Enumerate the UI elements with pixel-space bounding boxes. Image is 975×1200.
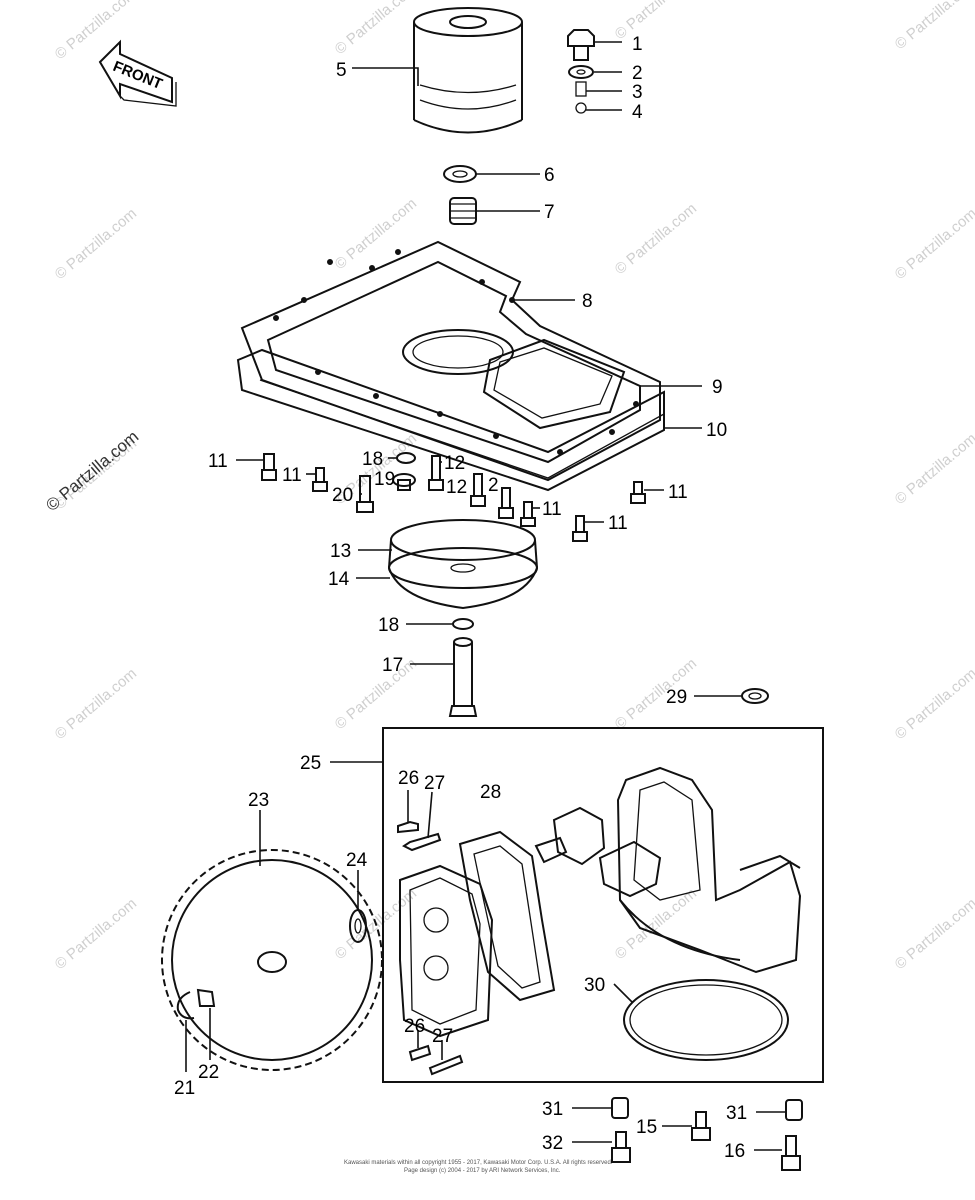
pump-cover-parts <box>397 820 556 1076</box>
callout-11: 11 <box>282 465 302 486</box>
callout-32: 32 <box>542 1133 563 1154</box>
watermark: © Partzilla.com <box>612 200 700 278</box>
callout-15: 15 <box>636 1117 657 1138</box>
callout-11: 11 <box>608 513 628 534</box>
callout-20: 20 <box>332 485 353 506</box>
washer-spring-parts <box>443 165 477 225</box>
callout-10: 10 <box>706 420 727 441</box>
callout-2: 2 <box>632 63 643 84</box>
callout-2: 2 <box>488 475 499 496</box>
callout-13: 13 <box>330 541 351 562</box>
watermark: © Partzilla.com <box>52 0 140 63</box>
callout-21: 21 <box>174 1078 195 1099</box>
watermark: © Partzilla.com <box>52 665 140 743</box>
pan-bolts <box>261 452 646 542</box>
callout-26: 26 <box>404 1016 425 1037</box>
watermark: © Partzilla.com <box>332 0 420 58</box>
copyright-line-2: Page design (c) 2004 - 2017 by ARI Netwo… <box>404 1168 561 1174</box>
callout-14: 14 <box>328 569 350 590</box>
oil-pump-assembly-box <box>382 727 824 1083</box>
copyright-line-1: Kawasaki materials within all copyright … <box>344 1160 613 1166</box>
leader-lines <box>185 41 786 1151</box>
callout-7: 7 <box>544 202 555 223</box>
callout-3: 3 <box>632 82 643 103</box>
callout-9: 9 <box>712 377 723 398</box>
watermark: © Partzilla.com <box>892 665 975 743</box>
pump-body-parts <box>534 766 802 974</box>
seal-part <box>741 688 769 704</box>
copyright-footer: Kawasaki materials within all copyright … <box>344 1160 613 1174</box>
watermark: © Partzilla.com <box>52 205 140 283</box>
watermark: © Partzilla.com <box>52 895 140 973</box>
callout-23: 23 <box>248 790 269 811</box>
callout-1: 1 <box>632 34 643 55</box>
callout-4: 4 <box>632 102 643 123</box>
strainer-cup-part <box>388 519 538 610</box>
callout-31: 31 <box>726 1103 747 1124</box>
watermark: © Partzilla.com <box>42 427 142 515</box>
callout-12: 12 <box>444 453 465 474</box>
callout-28: 28 <box>480 782 501 803</box>
watermark: © Partzilla.com <box>892 895 975 973</box>
callout-18: 18 <box>378 615 399 636</box>
callout-11: 11 <box>542 499 562 520</box>
pump-gear-part <box>161 849 383 1071</box>
oil-pan-parts <box>236 240 665 492</box>
watermark: © Partzilla.com <box>892 0 975 53</box>
callout-29: 29 <box>666 687 687 708</box>
watermark: © Partzilla.com <box>332 195 420 273</box>
watermark: © Partzilla.com <box>612 0 700 43</box>
callout-11: 11 <box>208 451 228 472</box>
callout-30: 30 <box>584 975 605 996</box>
callout-19: 19 <box>374 469 395 490</box>
callout-5: 5 <box>336 60 347 81</box>
oil-pipe-part <box>448 618 478 717</box>
callout-27: 27 <box>424 773 445 794</box>
watermark: © Partzilla.com <box>892 205 975 283</box>
callout-16: 16 <box>724 1141 745 1162</box>
callout-labels: 1 2 3 4 5 6 7 8 9 10 11 11 18 19 12 20 1… <box>174 34 747 1162</box>
callout-8: 8 <box>582 291 593 312</box>
clip-pin-parts <box>176 988 216 1020</box>
callout-18: 18 <box>362 449 383 470</box>
watermark: © Partzilla.com <box>332 655 420 733</box>
callout-12: 12 <box>446 477 467 498</box>
oil-screen-part <box>623 979 789 1061</box>
watermark-layer: © Partzilla.com © Partzilla.com © Partzi… <box>42 0 975 973</box>
callout-6: 6 <box>544 165 555 186</box>
relief-valve-parts <box>567 29 595 114</box>
callout-27: 27 <box>432 1026 453 1047</box>
front-arrow: FRONT <box>98 39 177 107</box>
callout-25: 25 <box>300 753 321 774</box>
callout-31: 31 <box>542 1099 563 1120</box>
callout-11: 11 <box>668 482 688 503</box>
callout-24: 24 <box>346 850 368 871</box>
watermark: © Partzilla.com <box>892 430 975 508</box>
callout-26: 26 <box>398 768 419 789</box>
callout-17: 17 <box>382 655 403 676</box>
oil-filter-part <box>413 7 523 134</box>
callout-22: 22 <box>198 1062 219 1083</box>
